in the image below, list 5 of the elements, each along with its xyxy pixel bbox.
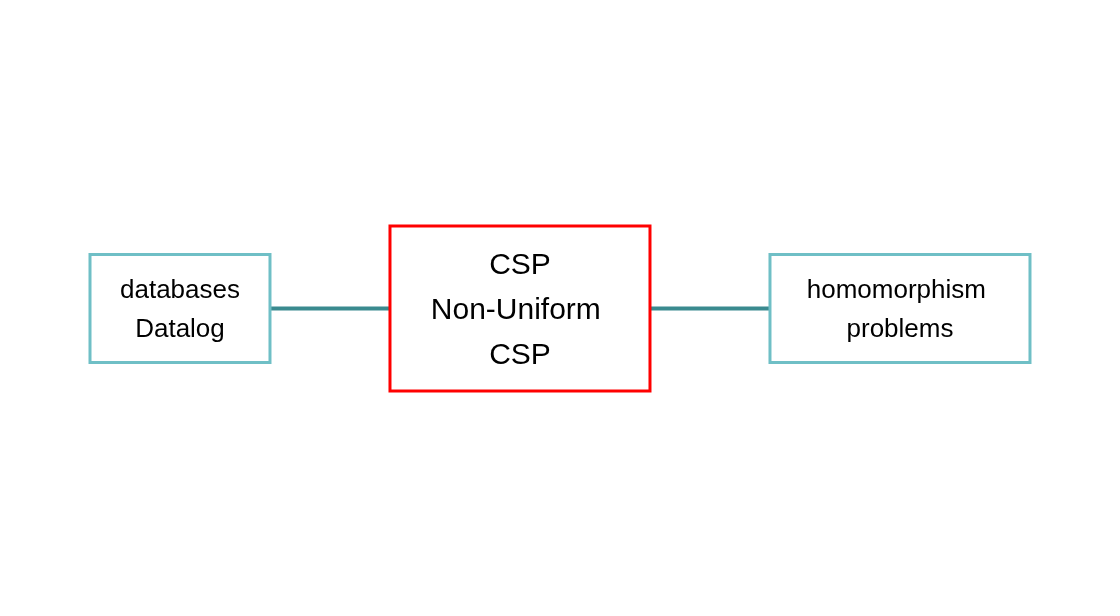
node-box: databases Datalog <box>88 252 272 364</box>
connector <box>270 306 390 310</box>
connector <box>650 306 770 310</box>
node-box: CSP Non-Uniform CSP <box>388 224 652 392</box>
node-box: homomorphism problems <box>768 252 1032 364</box>
